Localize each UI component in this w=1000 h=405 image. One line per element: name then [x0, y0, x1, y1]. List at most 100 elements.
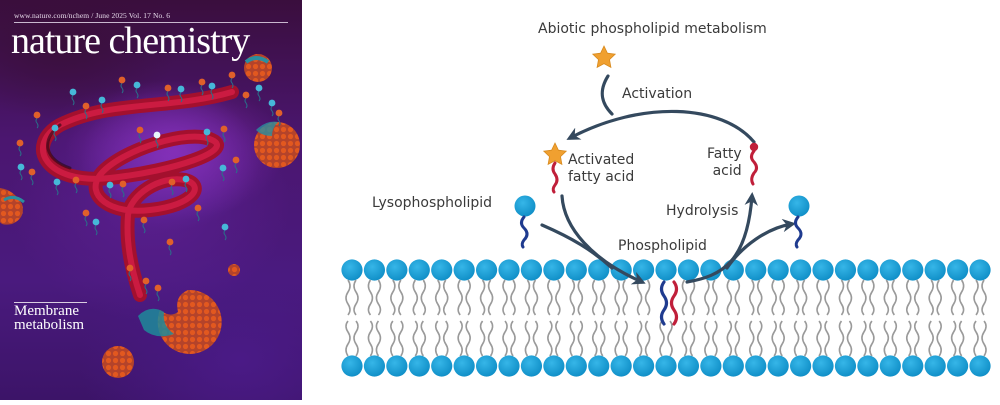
particle [92, 218, 100, 226]
particle-tail [35, 117, 39, 129]
lipid-head [408, 355, 430, 377]
lipid-tail [614, 320, 620, 357]
lipid-tail [375, 320, 382, 357]
particle-tail [234, 162, 238, 174]
lipid-tail [555, 320, 561, 357]
cover-story-divider [14, 302, 87, 303]
lipid-head [857, 259, 879, 281]
particle-tail [55, 184, 59, 196]
label-fatty-acid-line2: acid [712, 163, 742, 179]
lipid-head [947, 355, 969, 377]
lipid-tail [950, 279, 957, 316]
lipid-tail [936, 279, 942, 316]
particle-tail [84, 108, 88, 120]
lipid-tail [973, 279, 979, 316]
lipid-tail [569, 320, 576, 357]
lipid-head [857, 355, 879, 377]
lipid-tail [367, 320, 374, 357]
inserted-phospholipid [659, 280, 679, 326]
vesicle [254, 121, 300, 168]
label-activation: Activation [622, 86, 693, 102]
lipid-head [588, 355, 610, 377]
lipid-head [745, 259, 767, 281]
lipid-tail [502, 320, 508, 357]
lipid-head [947, 259, 969, 281]
lipid-head [879, 355, 901, 377]
particle-tail [221, 170, 225, 182]
lipid-tail [734, 320, 741, 357]
lipid-head [408, 259, 430, 281]
lipid-tail [390, 320, 396, 357]
lipid-tail [353, 279, 359, 316]
lipid-tail [824, 279, 830, 316]
lipid-tail [487, 279, 494, 316]
particle-tail [128, 270, 132, 282]
particle [182, 175, 190, 183]
lipid-head [767, 355, 789, 377]
lipid-tail [577, 279, 584, 316]
lipid-tail [599, 279, 606, 316]
particle [168, 178, 176, 186]
particle-tail [30, 174, 34, 186]
lipid-tail [869, 279, 875, 316]
particle [177, 85, 185, 93]
lipid-tail [712, 320, 718, 357]
lipid-head [565, 259, 587, 281]
lipid-head [386, 355, 408, 377]
lipid-tail [846, 320, 853, 357]
particle-tail [120, 82, 124, 94]
lipid-tail [704, 320, 710, 357]
label-fatty-acid-line1: Fatty [707, 146, 742, 162]
lipid-tail [510, 320, 516, 357]
particle [153, 131, 161, 139]
label-phospholipid: Phospholipid [618, 238, 707, 254]
particle-tail [205, 134, 209, 146]
lipid-head [453, 259, 475, 281]
particle-tail [244, 97, 248, 109]
particle [17, 163, 25, 171]
label-activated-fatty-acid: Activated fatty acid [568, 152, 634, 186]
lipid-tail [973, 320, 979, 357]
lipid-tail [816, 320, 822, 357]
lipid-tail [861, 279, 867, 316]
vesicle [0, 188, 25, 225]
lipid-head [879, 259, 901, 281]
lipid-tail [726, 320, 733, 357]
particle [69, 88, 77, 96]
lipid-tail [524, 279, 531, 316]
lipid-head [924, 259, 946, 281]
particle [16, 139, 24, 147]
vesicle [138, 289, 222, 354]
lipid-tail [398, 320, 404, 357]
particle [228, 71, 236, 79]
lipid-tail [644, 279, 651, 316]
lipid-head [475, 259, 498, 281]
lipid-tail [905, 279, 912, 316]
particle [198, 78, 206, 86]
lipid-head [431, 355, 453, 377]
particle-tail [155, 137, 159, 149]
particle-tail [138, 132, 142, 144]
particle [166, 238, 174, 246]
activation-arrow [566, 74, 756, 144]
particle [164, 84, 172, 92]
lipid-head [969, 259, 991, 281]
particle [136, 126, 144, 134]
lipid-head [812, 259, 834, 281]
lipid-tail [726, 279, 733, 316]
lipid-tail [950, 320, 957, 357]
diagram-graphics [341, 45, 991, 377]
lipid-tail [353, 320, 359, 357]
particle-tail [270, 105, 274, 117]
particle-tail [170, 184, 174, 196]
lipid-head [610, 355, 632, 377]
particle-tail [156, 290, 160, 302]
lipid-head [655, 355, 677, 377]
lipid-tail [375, 279, 382, 316]
particle-tail [184, 181, 188, 193]
lipid-tail [771, 279, 777, 316]
lipid-tail [981, 279, 987, 316]
particle [51, 124, 59, 132]
lipid-tail [824, 320, 830, 357]
lipid-tail [636, 320, 643, 357]
